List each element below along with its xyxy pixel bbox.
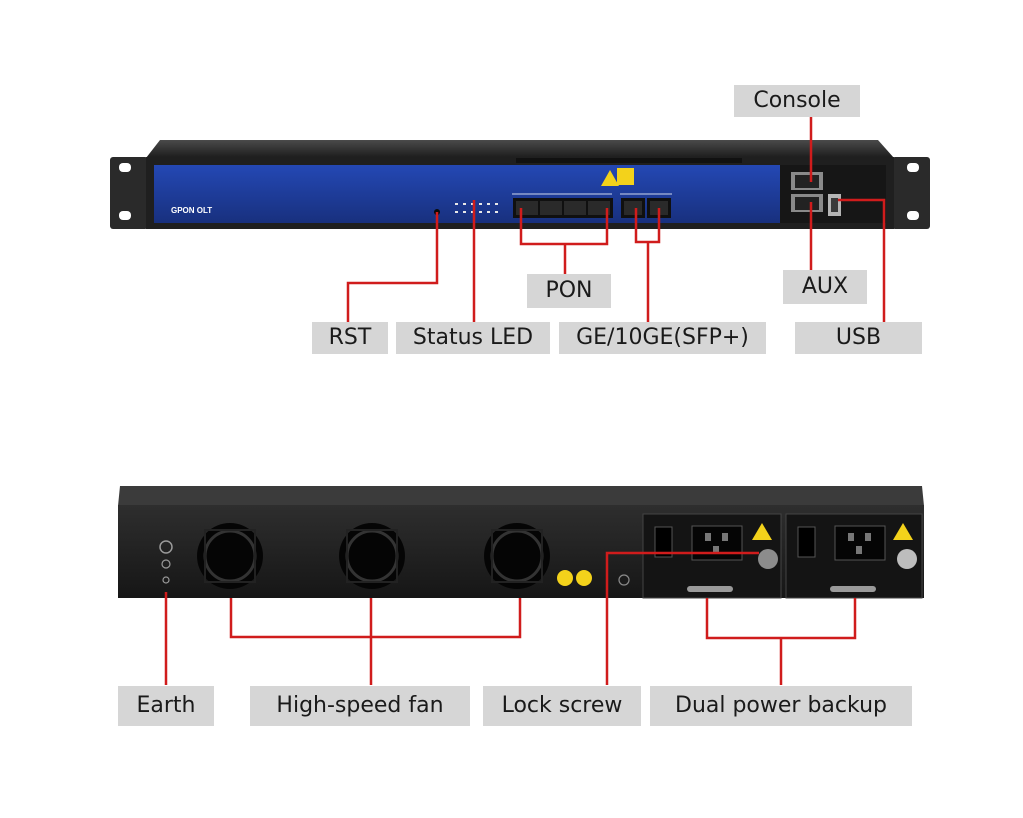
hand-warning-icon [576,570,592,586]
front-top-lid [146,140,894,158]
front-rack-ear-left [110,157,148,229]
pon-ports [512,193,613,218]
rear-panel [118,486,924,599]
power-module-1 [642,513,782,599]
front-vent [516,158,742,163]
front-faceplate [154,165,780,223]
warning-circle-icon [557,570,573,586]
front-callout-lines [346,115,886,322]
front-rack-ear-right [892,157,930,229]
ground-symbol-icon [618,574,630,586]
power-module-2 [785,513,923,599]
warning-sticker-icon [601,170,619,186]
earth-label: Earth [118,686,214,726]
status-led-label: Status LED [396,322,550,354]
label-sticker-icon [617,168,634,185]
console-label: Console [734,85,860,117]
usb-label: USB [795,322,922,354]
rear-callout-lines [164,551,857,685]
fan-2-icon [339,523,405,589]
brand-text: GPON OLT [171,206,212,215]
status-led-group [455,203,498,213]
fan-1-icon [197,523,263,589]
fan-3-icon [484,523,550,589]
pon-label: PON [527,274,611,308]
rear-top-lid [118,486,924,506]
uplink-label: GE/10GE(SFP+) [559,322,766,354]
dual-power-label: Dual power backup [650,686,912,726]
earth-terminal-icon [159,540,173,584]
lock-screw-label: Lock screw [483,686,641,726]
usb-port [828,194,841,216]
rst-label: RST [312,322,388,354]
fan-label: High-speed fan [250,686,470,726]
console-aux-ports [791,172,823,212]
aux-label: AUX [783,270,867,304]
